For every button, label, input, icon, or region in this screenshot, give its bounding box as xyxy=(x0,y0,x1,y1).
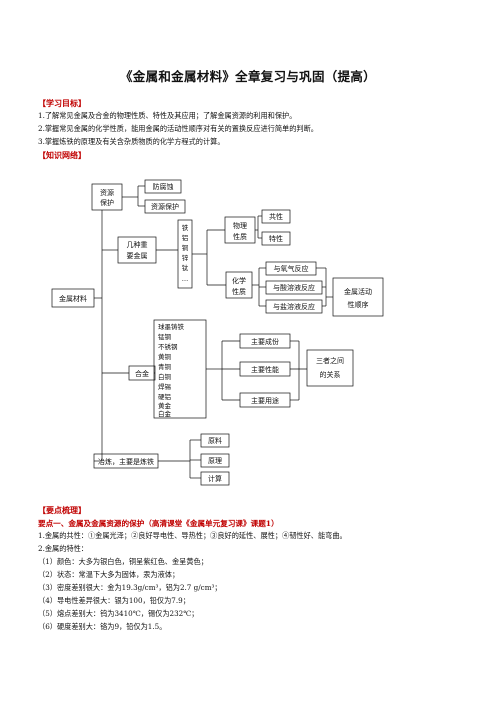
objectives-heading: 【学习目标】 xyxy=(38,98,86,108)
page-title: 《金属和金属材料》全章复习与巩固（提高） xyxy=(119,69,376,84)
node-composition: 主要成份 xyxy=(251,337,279,346)
node-resource-protect: 资源保护 xyxy=(151,202,179,211)
key-points-heading: 【要点梳理】 xyxy=(38,505,86,515)
key-point-line: 2.金属的特性： xyxy=(38,544,88,553)
node-alloy: 合金 xyxy=(135,369,149,378)
key-point-line: （1）颜色：大多为银白色，铜呈紫红色、金呈黄色； xyxy=(38,557,208,566)
node-smelting: 冶炼，主要是炼铁 xyxy=(98,457,154,466)
node-common: 共性 xyxy=(269,212,283,221)
alloy-item: 硬铝 xyxy=(158,392,171,401)
node-salt: 与盐溶液反应 xyxy=(273,302,315,311)
node-material: 原料 xyxy=(208,436,222,445)
node-metals-line1: 几种重 xyxy=(127,240,148,249)
node-metals-line2: 要金属 xyxy=(127,251,148,260)
alloy-item: 白铜 xyxy=(158,372,172,381)
node-activity-line1: 金属活动 xyxy=(344,287,372,296)
objective-1: 1.了解常见金属及合金的物理性质、特性及其应用；了解金属资源的利用和保护。 xyxy=(38,111,297,120)
key-point-line: （4）导电性差异很大：银为100，铅仅为7.9； xyxy=(38,596,190,605)
key-point-line: （5）熔点差别大：钨为3410℃，锡仅为232℃； xyxy=(38,609,199,618)
objective-2: 2.掌握常见金属的化学性质，能用金属的活动性顺序对有关的置换反应进行简单的判断。 xyxy=(38,124,318,133)
alloy-item: 不锈钢 xyxy=(158,342,178,351)
node-physical-line2: 性质 xyxy=(233,232,247,241)
node-calculation: 计算 xyxy=(208,474,222,483)
metal-item: 铜 xyxy=(182,243,189,252)
node-root: 金属材料 xyxy=(59,294,87,303)
node-usage: 主要用途 xyxy=(251,396,279,405)
point-1-heading: 要点一、金属及金属资源的保护（高清课堂《金属单元复习课》课题1） xyxy=(38,519,279,528)
objective-3: 3.掌握炼铁的原理及有关含杂质物质的化学方程式的计算。 xyxy=(38,137,225,146)
key-point-line: （2）状态：常温下大多为固体，汞为液体； xyxy=(38,570,180,579)
node-resource-line1: 资源 xyxy=(100,188,114,197)
node-resource-line2: 保护 xyxy=(100,198,114,207)
alloy-item: 青铜 xyxy=(158,362,172,371)
node-anticorrosion: 防腐蚀 xyxy=(153,182,174,191)
key-point-line: 1.金属的共性：①金属光泽；②良好导电性、导热性；③良好的延性、展性；④韧性好、… xyxy=(38,531,347,540)
metal-item: 钛 xyxy=(182,263,189,272)
node-relation-line2: 的关系 xyxy=(320,370,341,379)
alloy-item: 焊锡 xyxy=(158,382,172,391)
node-acid: 与酸溶液反应 xyxy=(273,283,315,292)
alloy-item: 白金 xyxy=(158,409,172,418)
node-chemical-line1: 化学 xyxy=(232,276,246,285)
node-activity-line2: 性顺序 xyxy=(348,300,369,309)
node-special: 特性 xyxy=(269,234,283,243)
alloy-item: 黄金 xyxy=(158,401,172,410)
node-principle: 原理 xyxy=(208,457,222,465)
key-point-line: （6）硬度差别大：铬为9，铅仅为1.5。 xyxy=(38,622,167,631)
node-relation-line1: 三者之间 xyxy=(316,356,344,365)
node-performance: 主要性能 xyxy=(251,365,279,374)
node-chemical-line2: 性质 xyxy=(232,287,246,296)
metal-item: 铝 xyxy=(182,233,189,242)
alloy-item: 球墨铸铁 xyxy=(158,322,185,331)
metal-item: 锌 xyxy=(182,253,189,262)
node-oxygen: 与氧气反应 xyxy=(274,264,309,273)
key-point-line: （3）密度差别很大：金为19.3g/cm³，铝为2.7 g/cm³； xyxy=(38,583,222,592)
network-heading: 【知识网络】 xyxy=(38,150,86,160)
alloy-item: 锰钢 xyxy=(158,332,172,341)
metal-item: … xyxy=(182,275,189,283)
node-physical-line1: 物理 xyxy=(233,221,247,230)
metal-item: 铁 xyxy=(182,223,189,232)
alloy-item: 黄铜 xyxy=(158,352,172,361)
